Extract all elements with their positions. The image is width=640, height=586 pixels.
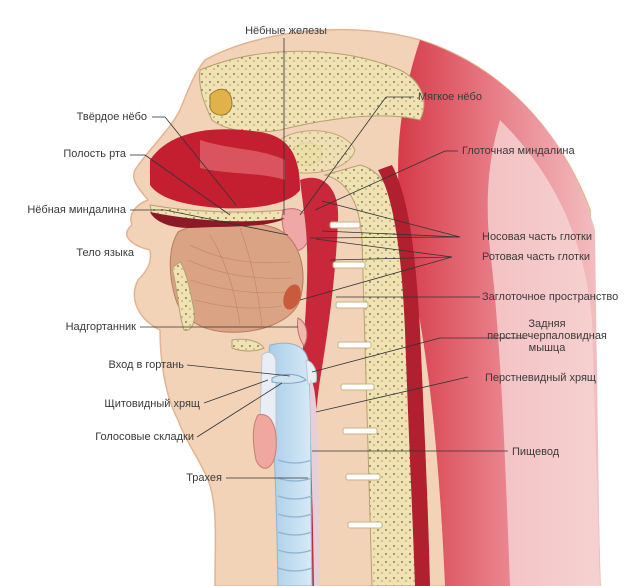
leader-lines	[130, 38, 525, 479]
nasal-conchae	[200, 140, 285, 180]
tongue-fibers	[187, 227, 293, 327]
label-pharyngeal-tonsil: Глоточная миндалина	[462, 145, 575, 157]
neck-muscle-layer	[487, 120, 600, 586]
label-laryngeal-inlet: Вход в гортань	[108, 359, 184, 371]
sphenoid-bone	[279, 130, 356, 174]
oral-cavity-shape	[150, 212, 285, 228]
skull-bone	[199, 50, 425, 133]
label-tongue-body: Тело языка	[76, 247, 134, 259]
label-posterior-cricoarytenoid-line2: перстнечерпаловидная	[487, 330, 607, 342]
mandible	[171, 261, 195, 331]
label-retropharyngeal-space: Заглоточное пространство	[482, 291, 619, 303]
label-thyroid-cartilage: Щитовидный хрящ	[104, 398, 200, 410]
esophagus-shape	[310, 380, 320, 586]
label-vocal-folds: Голосовые складки	[95, 431, 194, 443]
sinus-cavity	[209, 88, 233, 116]
label-soft-palate: Мягкое нёбо	[418, 91, 482, 103]
label-posterior-cricoarytenoid-line1: Задняя	[528, 318, 566, 330]
thyroid-gland	[252, 414, 277, 469]
label-posterior-cricoarytenoid-line3: мышца	[528, 342, 566, 354]
palatine-tonsil-shape	[283, 284, 301, 310]
spinal-cord	[378, 165, 430, 586]
label-esophagus: Пищевод	[512, 446, 560, 458]
label-posterior-cricoarytenoid: Задняя перстнечерпаловидная мышца	[474, 318, 620, 354]
label-trachea: Трахея	[186, 472, 222, 484]
vocal-folds-shape	[271, 373, 307, 384]
label-epiglottis: Надгортанник	[65, 321, 136, 333]
vertebrae-discs	[329, 221, 383, 529]
label-cricoid-cartilage: Перстневидный хрящ	[485, 372, 596, 384]
tracheal-rings	[277, 459, 313, 572]
label-oropharynx: Ротовая часть глотки	[482, 251, 590, 263]
label-palatine-glands: Нёбные железы	[245, 25, 327, 37]
label-oral-cavity: Полость рта	[63, 148, 126, 160]
label-nasopharynx: Носовая часть глотки	[482, 231, 593, 243]
label-hard-palate: Твёрдое нёбо	[76, 111, 147, 123]
hyoid-bone	[231, 338, 265, 352]
epiglottis-shape	[297, 317, 308, 347]
label-palatine-tonsil: Нёбная миндалина	[27, 204, 126, 216]
